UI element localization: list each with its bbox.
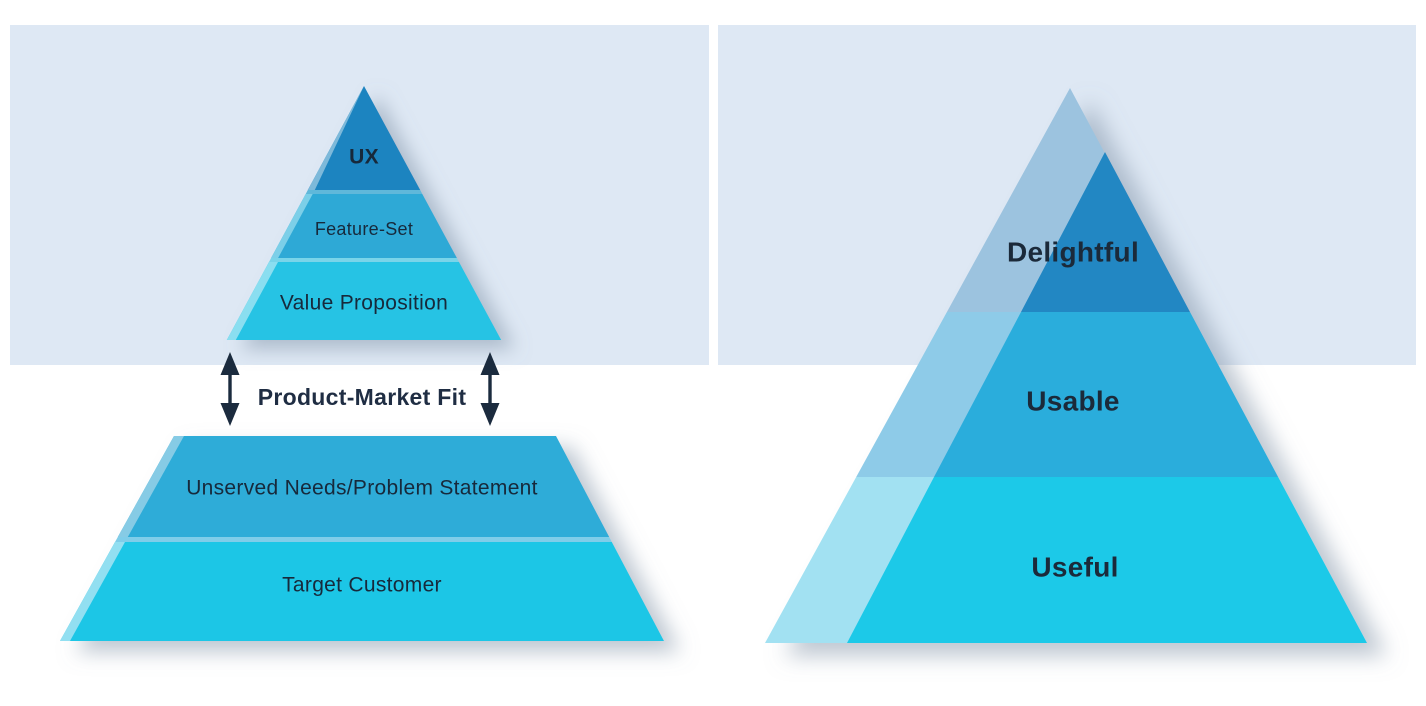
usable-label: Usable [1026,386,1120,417]
market-bevel-unserved-highlight [117,436,184,537]
market-layer-unserved-needs [117,436,610,537]
product-pyramid-labels: UX Feature-Set Value Proposition [280,146,448,315]
hierarchy-face-usable [934,312,1279,477]
product-layer-ux [307,86,421,190]
ux-label: UX [349,146,379,169]
right-double-arrow-icon [480,352,500,426]
left-double-arrow-icon [220,352,240,426]
product-bevel-value-proposition-highlight [226,262,278,340]
product-bevel-feature-set-highlight [271,194,313,258]
market-pyramid-labels: Unserved Needs/Problem Statement Target … [186,477,538,597]
hierarchy-face-useful [847,477,1367,643]
target-customer-label: Target Customer [282,574,442,597]
market-bevel-target-highlight [60,542,125,641]
value-proposition-label: Value Proposition [280,292,448,315]
feature-set-label: Feature-Set [315,219,413,239]
product-bevel-ux-highlight [307,86,364,190]
pmf-connector: Product-Market Fit [220,352,500,426]
unserved-needs-label: Unserved Needs/Problem Statement [186,477,538,500]
ux-hierarchy-pyramid [765,88,1367,643]
ux-hierarchy-labels: Delightful Usable Useful [1007,237,1139,583]
product-layer-feature-set [271,194,457,258]
product-separator-2 [269,258,459,262]
product-separator-1 [305,190,423,194]
market-pyramid [60,436,664,641]
useful-label: Useful [1031,552,1118,583]
market-layer-target-customer [60,542,664,641]
market-separator [115,537,612,542]
hierarchy-face-delightful [1021,152,1190,312]
delightful-label: Delightful [1007,237,1139,268]
product-pyramid [226,86,502,340]
product-market-fit-label: Product-Market Fit [258,384,467,410]
product-layer-value-proposition [226,262,502,340]
